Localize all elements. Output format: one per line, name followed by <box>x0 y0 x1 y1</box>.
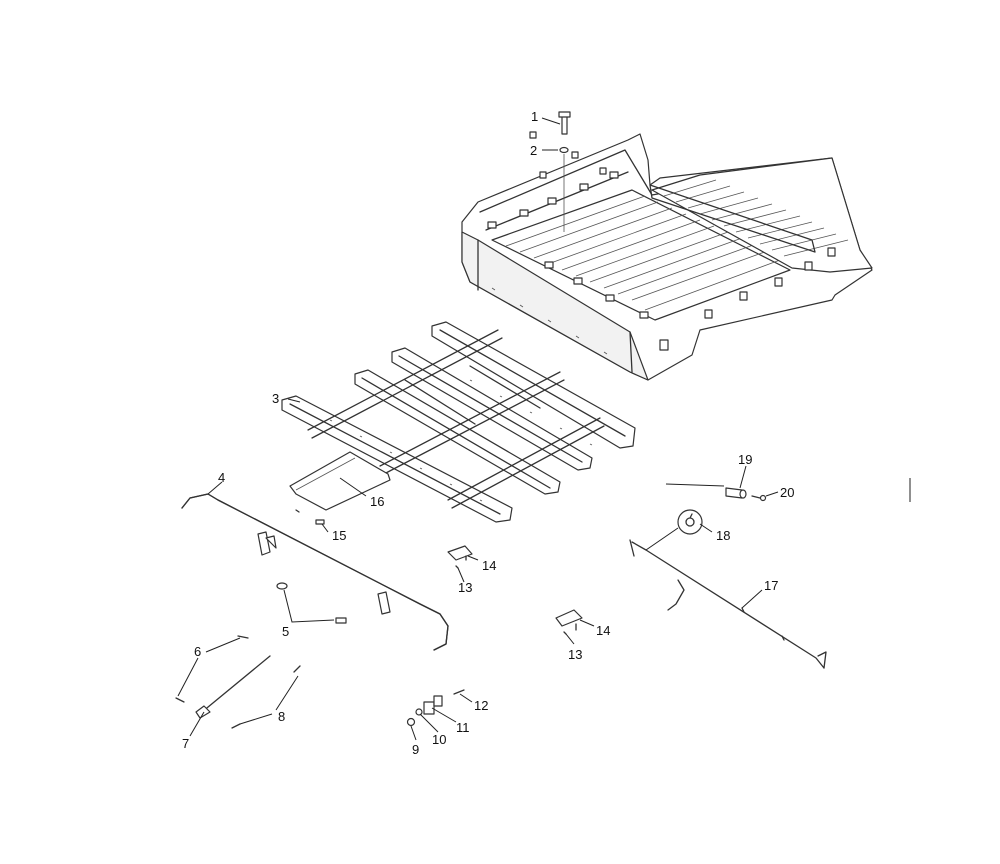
callout-3: 3 <box>272 391 279 406</box>
plate-part-14-lower <box>555 609 583 635</box>
callout-4: 4 <box>218 470 225 485</box>
callout-6: 6 <box>194 644 201 659</box>
callout-8: 8 <box>278 709 285 724</box>
callout-7: 7 <box>182 736 189 751</box>
plate-part-14-upper <box>447 545 473 569</box>
callout-19: 19 <box>738 452 752 467</box>
pin-part-8 <box>231 665 301 729</box>
callout-13-upper: 13 <box>458 580 472 595</box>
rod-part-6 <box>175 635 249 703</box>
callout-14-lower: 14 <box>596 623 610 638</box>
bracket-part-5 <box>276 582 347 624</box>
callout-12: 12 <box>474 698 488 713</box>
callout-11: 11 <box>456 720 470 735</box>
callout-16: 16 <box>370 494 384 509</box>
bar-part-4 <box>181 493 449 651</box>
callout-18: 18 <box>716 528 730 543</box>
callout-14-upper: 14 <box>482 558 496 573</box>
frame-part-3 <box>281 321 636 523</box>
callout-20: 20 <box>780 485 794 500</box>
callout-labels: 1 2 3 4 5 6 7 8 9 10 11 12 13 13 14 14 1… <box>182 109 794 757</box>
screw-part-20 <box>751 494 767 502</box>
sleeve-part-19 <box>725 487 747 499</box>
callout-17: 17 <box>764 578 778 593</box>
clip-part-18 <box>677 509 703 535</box>
bolt-part-1 <box>558 111 571 135</box>
cargo-box <box>461 131 873 381</box>
plate-part-16 <box>289 451 391 511</box>
callout-1: 1 <box>531 109 538 124</box>
callout-10: 10 <box>432 732 446 747</box>
strut-part-7 <box>195 655 271 719</box>
leader-lines <box>177 117 779 741</box>
screw-part-15 <box>295 509 325 525</box>
callout-13-lower: 13 <box>568 647 582 662</box>
callout-5: 5 <box>282 624 289 639</box>
callout-15: 15 <box>332 528 346 543</box>
hardware-parts-9-12 <box>406 689 465 727</box>
washer-part-2 <box>559 146 569 154</box>
callout-2: 2 <box>530 143 537 158</box>
harness-part-17 <box>629 539 827 669</box>
tie-down-nubs <box>487 131 836 351</box>
callout-9: 9 <box>412 742 419 757</box>
